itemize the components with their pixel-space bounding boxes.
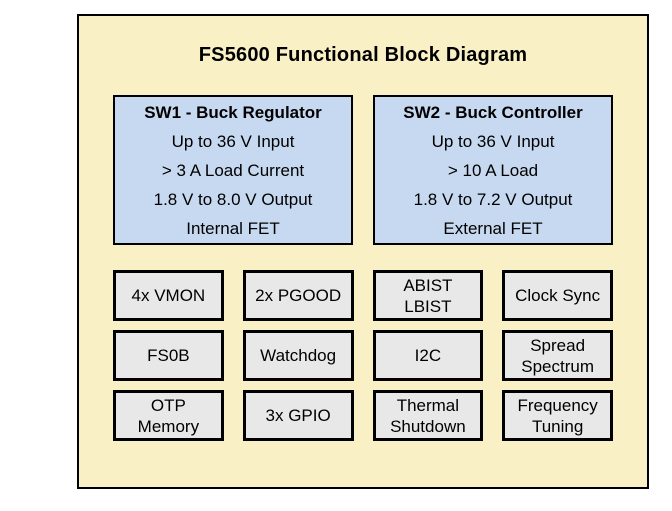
block-clock-sync: Clock Sync (502, 270, 613, 321)
block-otp-memory: OTP Memory (113, 390, 224, 441)
block-gpio: 3x GPIO (242, 390, 354, 441)
block-watchdog: Watchdog (242, 330, 354, 381)
sw1-spec-input: Up to 36 V Input (171, 132, 295, 151)
feature-grid: 4x VMON 2x PGOOD ABIST LBIST Clock Sync … (113, 270, 613, 441)
block-frequency-tuning: Frequency Tuning (502, 390, 613, 441)
sw2-buck-controller-block: SW2 - Buck Controller Up to 36 V Input >… (373, 95, 613, 245)
sw2-spec-input: Up to 36 V Input (431, 132, 555, 151)
regulator-row: SW1 - Buck Regulator Up to 36 V Input > … (113, 95, 613, 245)
sw1-spec-load: > 3 A Load Current (161, 161, 305, 180)
diagram-title: FS5600 Functional Block Diagram (198, 44, 528, 66)
sw1-spec-output: 1.8 V to 8.0 V Output (153, 190, 313, 209)
sw2-spec-load: > 10 A Load (447, 161, 539, 180)
diagram-frame: FS5600 Functional Block Diagram SW1 - Bu… (77, 14, 649, 489)
sw2-spec-fet: External FET (443, 219, 543, 238)
block-vmon: 4x VMON (113, 270, 224, 321)
block-thermal-shutdown: Thermal Shutdown (372, 390, 484, 441)
sw2-spec-output: 1.8 V to 7.2 V Output (413, 190, 573, 209)
sw1-spec-fet: Internal FET (186, 219, 280, 238)
sw2-title: SW2 - Buck Controller (403, 103, 583, 122)
block-i2c: I2C (372, 330, 484, 381)
sw1-title: SW1 - Buck Regulator (144, 103, 322, 122)
block-fs0b: FS0B (113, 330, 224, 381)
sw1-buck-regulator-block: SW1 - Buck Regulator Up to 36 V Input > … (113, 95, 353, 245)
block-spread-spectrum: Spread Spectrum (502, 330, 613, 381)
block-pgood: 2x PGOOD (242, 270, 354, 321)
block-abist-lbist: ABIST LBIST (372, 270, 484, 321)
